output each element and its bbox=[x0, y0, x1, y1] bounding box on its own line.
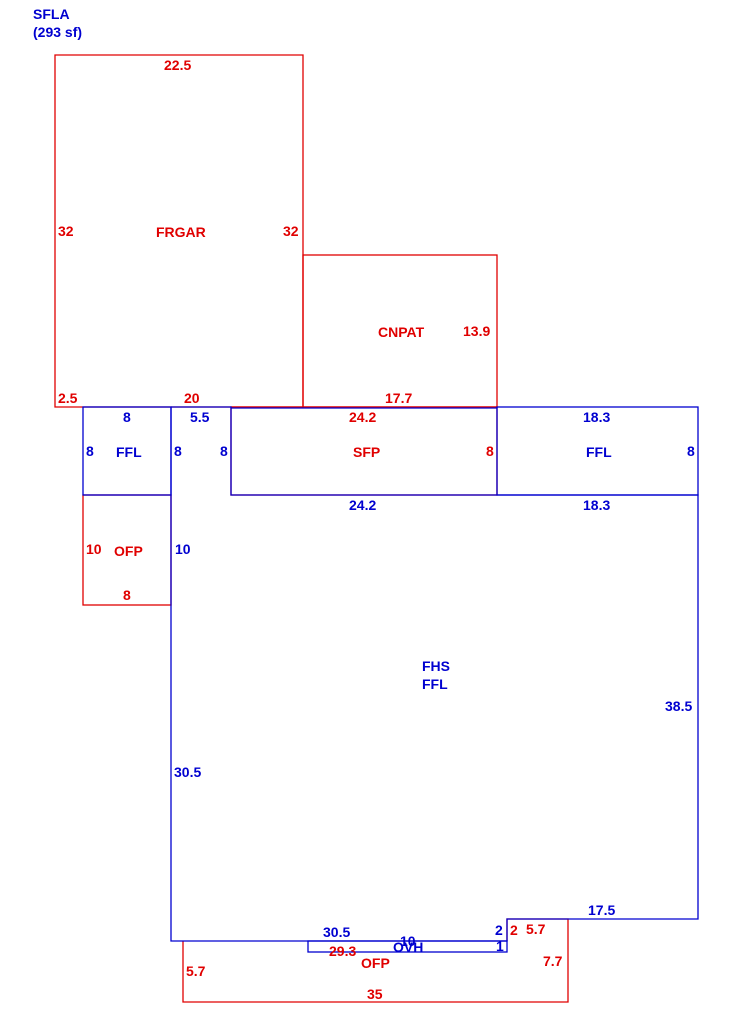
dim-ofp-left-bottom: 8 bbox=[123, 587, 131, 603]
dim-ffl-left-right: 8 bbox=[174, 443, 182, 459]
sfp-label: SFP bbox=[353, 444, 380, 460]
dim-ovh-side: 1 bbox=[496, 938, 504, 954]
dim-fhs-lower-left: 30.5 bbox=[174, 764, 201, 780]
ofp-left-label: OFP bbox=[114, 543, 143, 559]
dim-fhs-bottom: 30.5 bbox=[323, 924, 350, 940]
sfla-title: SFLA bbox=[33, 6, 70, 22]
dim-frgar-top: 22.5 bbox=[164, 57, 191, 73]
dim-ffl-left-left: 8 bbox=[86, 443, 94, 459]
dim-ofp-bottom-step-side: 2 bbox=[510, 922, 518, 938]
dim-sfp-bottom: 24.2 bbox=[349, 497, 376, 513]
red-outlines bbox=[54, 54, 569, 1003]
dim-ffl-right-bottom: 18.3 bbox=[583, 497, 610, 513]
dim-sfp-right: 8 bbox=[486, 443, 494, 459]
dim-ffl-left-top: 8 bbox=[123, 409, 131, 425]
cnpat-label: CNPAT bbox=[378, 324, 425, 340]
sfla-area: (293 sf) bbox=[33, 24, 82, 40]
fhs-outline bbox=[170, 406, 699, 942]
fhs-label: FHS bbox=[422, 658, 450, 674]
dim-frgar-bottom-b: 20 bbox=[184, 390, 200, 406]
dim-cnpat-bottom: 17.7 bbox=[385, 390, 412, 406]
ffl-right-outline bbox=[496, 406, 699, 496]
ffl-right-label: FFL bbox=[586, 444, 612, 460]
dim-notch-side: 8 bbox=[220, 443, 228, 459]
blue-outlines bbox=[82, 406, 699, 953]
dim-frgar-right: 32 bbox=[283, 223, 299, 239]
ovh-label: OVH bbox=[393, 939, 423, 955]
dim-fhs-upper-left: 10 bbox=[175, 541, 191, 557]
dim-ffl-right-top: 18.3 bbox=[583, 409, 610, 425]
ffl-left-label: FFL bbox=[116, 444, 142, 460]
dim-ofp-bottom-right: 7.7 bbox=[543, 953, 563, 969]
dim-step-side: 2 bbox=[495, 922, 503, 938]
dim-notch-top: 5.5 bbox=[190, 409, 210, 425]
dim-fhs-step-top: 17.5 bbox=[588, 902, 615, 918]
dim-frgar-left: 32 bbox=[58, 223, 74, 239]
dim-ofp-left-side: 10 bbox=[86, 541, 102, 557]
dim-ovh-top: 10 bbox=[400, 933, 416, 949]
ffl-main-label: FFL bbox=[422, 676, 448, 692]
dim-cnpat-right: 13.9 bbox=[463, 323, 490, 339]
dim-ofp-bottom-base: 35 bbox=[367, 986, 383, 1002]
frgar-label: FRGAR bbox=[156, 224, 206, 240]
dim-ofp-bottom-top-right: 5.7 bbox=[526, 921, 546, 937]
dim-ffl-right-right: 8 bbox=[687, 443, 695, 459]
dim-ovh-bottom: 29.3 bbox=[329, 943, 356, 959]
ovh-outline bbox=[307, 940, 508, 953]
dim-fhs-right: 38.5 bbox=[665, 698, 692, 714]
dim-sfp-top: 24.2 bbox=[349, 409, 376, 425]
dim-frgar-bottom-a: 2.5 bbox=[58, 390, 78, 406]
dim-ofp-bottom-left: 5.7 bbox=[186, 963, 206, 979]
ofp-bottom-label: OFP bbox=[361, 955, 390, 971]
